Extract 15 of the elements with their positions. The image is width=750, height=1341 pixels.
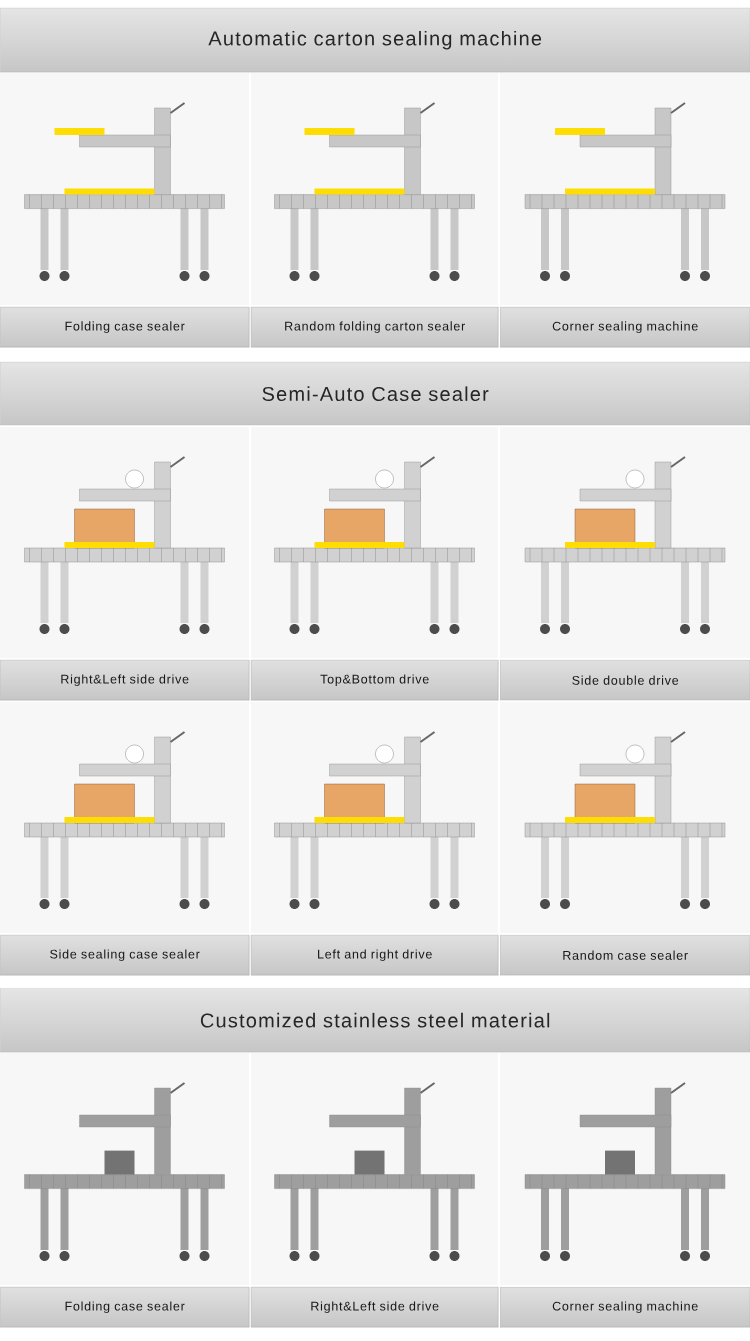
caption-bar: Folding case sealer [0,307,250,348]
caption-bar: Right&Left side drive [251,1287,499,1328]
section-heading: Customized stainless steel material [0,988,750,1053]
caption-bar: Side sealing case sealer [0,935,250,976]
section-heading: Semi-Auto Case sealer [0,362,750,426]
caption-bar: Side double drive [500,660,750,701]
caption-bar: Folding case sealer [0,1287,250,1328]
caption-bar: Top&Bottom drive [251,660,499,701]
caption-bar: Corner sealing machine [500,1287,750,1328]
caption-bar: Random folding carton sealer [251,307,499,348]
caption-bar: Right&Left side drive [0,660,250,701]
caption-bar: Corner sealing machine [500,307,750,348]
caption-bar: Left and right drive [251,935,499,976]
section-heading: Automatic carton sealing machine [0,8,750,73]
caption-bar: Random case sealer [500,935,750,976]
